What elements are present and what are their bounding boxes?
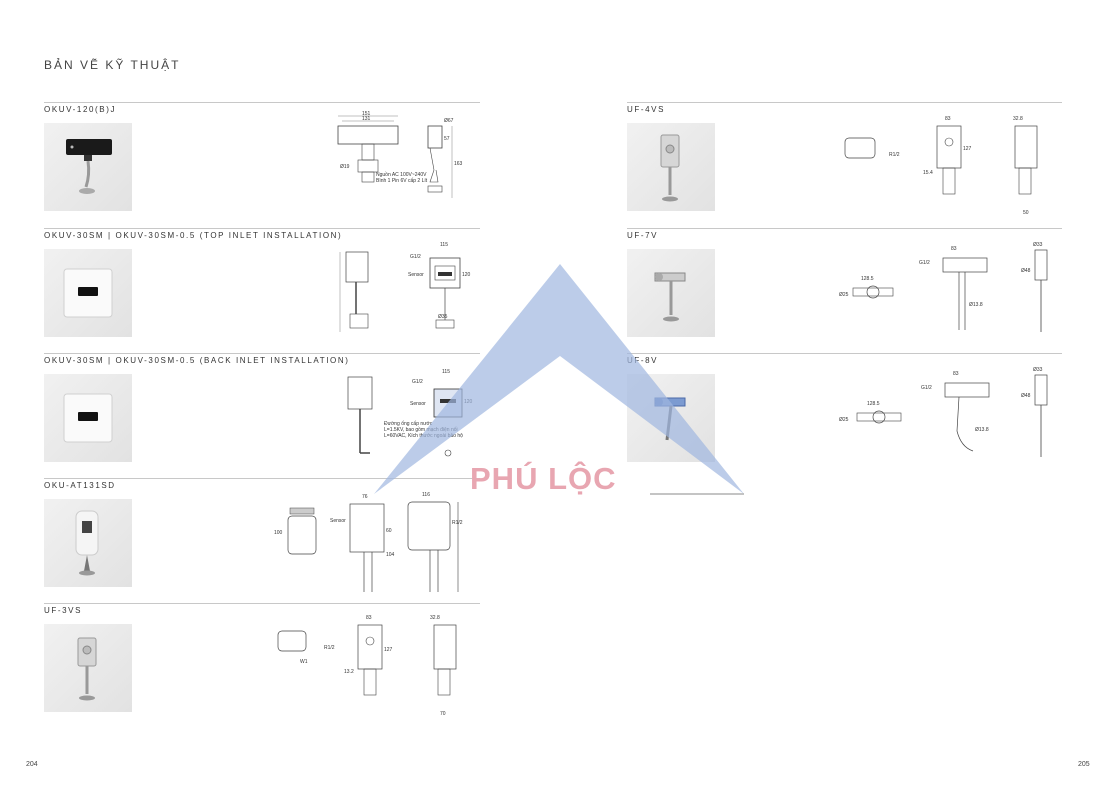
svg-text:G1/2: G1/2 <box>919 260 930 266</box>
section-uf-7v: UF-7V 128.5 Ø25 83 G1/2 Ø13.8 Ø33 Ø48 <box>627 228 1062 352</box>
section-uf-3vs: UF-3VS W1 R1/2 83 127 13.2 32.8 70 <box>44 603 480 727</box>
svg-text:100: 100 <box>274 530 283 536</box>
svg-text:Sensor: Sensor <box>330 518 346 524</box>
svg-text:32.8: 32.8 <box>1013 116 1023 122</box>
svg-text:L=60VAC, Kích thước ngoài bảo: L=60VAC, Kích thước ngoài bảo hộ <box>384 433 463 439</box>
section-uf-4vs: UF-4VS R1/2 83 127 15.4 32.8 50 <box>627 102 1062 226</box>
svg-text:Ø33: Ø33 <box>1033 242 1043 248</box>
section-uf-8v: UF-8V 128.5 Ø25 83 G1/2 Ø13.8 Ø33 Ø48 <box>627 353 1062 477</box>
svg-text:131: 131 <box>362 116 371 122</box>
svg-text:60: 60 <box>386 528 392 534</box>
section-okuv-30sm-top: OKUV-30SM | OKUV-30SM-0.5 (TOP INLET INS… <box>44 228 480 352</box>
section-oku-at131sd: OKU-AT131SD 100 Sensor 76 60 104 116 R1/… <box>44 478 480 602</box>
svg-text:120: 120 <box>464 399 473 405</box>
page-title: BẢN VẼ KỸ THUẬT <box>44 58 181 72</box>
product-photo <box>44 374 132 462</box>
divider <box>627 353 1062 354</box>
technical-drawing: G1/2 Sensor 120 115 Ø35 <box>334 236 474 346</box>
svg-text:R1/2: R1/2 <box>324 645 335 651</box>
svg-text:127: 127 <box>963 146 972 152</box>
page-number-right: 205 <box>1078 761 1090 768</box>
section-okuv-30sm-back: OKUV-30SM | OKUV-30SM-0.5 (BACK INLET IN… <box>44 353 480 477</box>
svg-text:Ø13.8: Ø13.8 <box>975 427 989 433</box>
svg-text:Ø19: Ø19 <box>340 164 350 170</box>
divider <box>627 228 1062 229</box>
product-photo <box>627 123 715 211</box>
svg-text:83: 83 <box>366 615 372 621</box>
section-title: UF-3VS <box>44 606 83 615</box>
divider <box>627 102 1062 103</box>
product-photo <box>627 374 715 462</box>
svg-text:Sensor: Sensor <box>408 272 424 278</box>
svg-text:Ø25: Ø25 <box>839 292 849 298</box>
section-title: UF-4VS <box>627 105 666 114</box>
svg-text:Ø67: Ø67 <box>444 118 454 124</box>
svg-text:Ø25: Ø25 <box>839 417 849 423</box>
svg-text:Nguồn AC 100V~240V: Nguồn AC 100V~240V <box>376 172 427 178</box>
product-photo <box>44 123 132 211</box>
svg-text:W1: W1 <box>300 659 308 665</box>
svg-text:76: 76 <box>362 494 368 500</box>
svg-text:G1/2: G1/2 <box>410 254 421 260</box>
technical-drawing: R1/2 83 127 15.4 32.8 50 <box>839 110 1059 222</box>
page-number-left: 204 <box>26 761 38 768</box>
svg-text:83: 83 <box>945 116 951 122</box>
section-title: UF-8V <box>627 356 659 365</box>
svg-text:115: 115 <box>442 369 450 375</box>
product-photo <box>44 249 132 337</box>
section-okuv-120bj: OKUV-120(B)J 151 131 Ø19 Nguồn AC 100V~2… <box>44 102 480 226</box>
section-title: OKUV-120(B)J <box>44 105 117 114</box>
section-title: OKUV-30SM | OKUV-30SM-0.5 (BACK INLET IN… <box>44 356 350 365</box>
svg-text:G1/2: G1/2 <box>412 379 423 385</box>
divider <box>44 353 480 354</box>
technical-drawing: W1 R1/2 83 127 13.2 32.8 70 <box>272 611 476 723</box>
technical-drawing: 128.5 Ø25 83 G1/2 Ø13.8 Ø33 Ø48 <box>839 236 1061 348</box>
divider <box>44 102 480 103</box>
svg-text:R1/2: R1/2 <box>889 152 900 158</box>
svg-text:70: 70 <box>440 711 446 717</box>
product-photo <box>627 249 715 337</box>
svg-text:G1/2: G1/2 <box>921 385 932 391</box>
svg-text:128.5: 128.5 <box>861 276 874 282</box>
svg-text:57: 57 <box>444 136 450 142</box>
technical-drawing: G1/2 Sensor 120 115 Đường ống cấp nước L… <box>334 361 474 471</box>
svg-text:104: 104 <box>386 552 395 558</box>
svg-text:83: 83 <box>951 246 957 252</box>
svg-text:163: 163 <box>454 161 463 167</box>
svg-text:127: 127 <box>384 647 393 653</box>
svg-text:R1/2: R1/2 <box>452 520 463 526</box>
svg-text:Ø48: Ø48 <box>1021 268 1031 274</box>
svg-text:151: 151 <box>362 111 371 117</box>
divider <box>44 228 480 229</box>
svg-text:Bình 1 Pin 6V cấp 2 Lít: Bình 1 Pin 6V cấp 2 Lít <box>376 178 428 184</box>
section-title: OKU-AT131SD <box>44 481 116 490</box>
section-title: UF-7V <box>627 231 659 240</box>
svg-text:32.8: 32.8 <box>430 615 440 621</box>
svg-text:Ø33: Ø33 <box>1033 367 1043 373</box>
product-photo <box>44 624 132 712</box>
svg-text:Sensor: Sensor <box>410 401 426 407</box>
technical-drawing: 151 131 Ø19 Nguồn AC 100V~240V Bình 1 Pi… <box>332 110 472 220</box>
svg-text:Ø48: Ø48 <box>1021 393 1031 399</box>
svg-text:83: 83 <box>953 371 959 377</box>
divider <box>44 603 480 604</box>
svg-text:Ø13.8: Ø13.8 <box>969 302 983 308</box>
svg-text:120: 120 <box>462 272 471 278</box>
svg-text:116: 116 <box>422 492 430 498</box>
technical-drawing: 128.5 Ø25 83 G1/2 Ø13.8 Ø33 Ø48 <box>839 361 1061 473</box>
svg-text:115: 115 <box>440 242 448 248</box>
svg-text:128.5: 128.5 <box>867 401 880 407</box>
product-photo <box>44 499 132 587</box>
svg-text:15.4: 15.4 <box>923 170 933 176</box>
section-title: OKUV-30SM | OKUV-30SM-0.5 (TOP INLET INS… <box>44 231 343 240</box>
divider <box>44 478 480 479</box>
technical-drawing: 100 Sensor 76 60 104 116 R1/2 <box>272 486 476 596</box>
watermark-text: PHÚ LỘC <box>470 461 617 496</box>
svg-text:13.2: 13.2 <box>344 669 354 675</box>
svg-text:Ø35: Ø35 <box>438 314 448 320</box>
svg-text:50: 50 <box>1023 210 1029 216</box>
